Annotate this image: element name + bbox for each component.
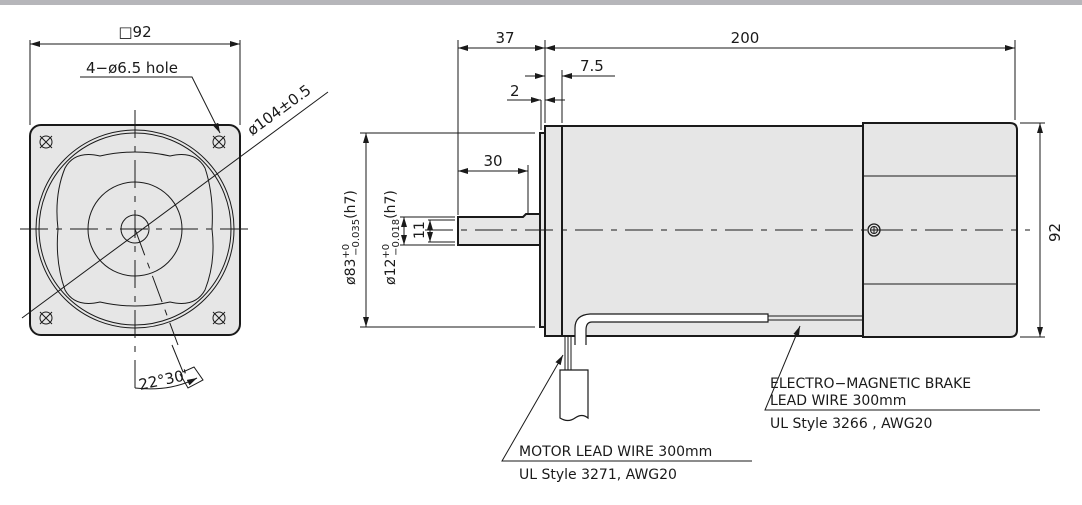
front-flange (544, 125, 564, 337)
dim-30: 30 (483, 152, 502, 170)
brake-lead-wire (574, 313, 769, 345)
motor-lead-note-2: UL Style 3271, AWG20 (519, 467, 677, 483)
mounting-hole-icons (39, 135, 226, 325)
dim-92-height: 92 (1046, 223, 1064, 242)
top-bar (0, 0, 1082, 5)
hole-icon (39, 135, 53, 149)
dim-square-92: □92 (118, 23, 151, 41)
motor-lead-leader (501, 354, 752, 462)
brake-lead-note-1: ELECTRO−MAGNETIC BRAKE (770, 376, 971, 392)
motor-body (561, 125, 865, 337)
motor-wire-strands (564, 337, 572, 370)
brake-wire-strands (768, 315, 863, 321)
brake-lead-note-2: LEAD WIRE 300mm (770, 393, 906, 409)
brake-lead-note-3: UL Style 3266 , AWG20 (770, 416, 932, 432)
hole-icon (212, 135, 226, 149)
hole-label: 4−ø6.5 hole (86, 59, 178, 77)
cable-stub (171, 344, 204, 389)
dim-7-5: 7.5 (580, 57, 604, 75)
hole-icon (39, 311, 53, 325)
dim-pilot-dia: ø83+0−0.035(h7) (341, 190, 362, 285)
wavy-housing-outline (56, 151, 214, 307)
motor-lead-cable (559, 369, 589, 422)
brake-lead-leader (764, 325, 1040, 411)
motor-lead-note-1: MOTOR LEAD WIRE 300mm (519, 444, 712, 460)
dim-200: 200 (731, 29, 760, 47)
dim-2: 2 (510, 82, 520, 100)
front-view: □92 4−ø6.5 hole ø104±0.5 22°30' (20, 23, 329, 395)
hole-icon (212, 311, 226, 325)
dim-37: 37 (495, 29, 514, 47)
hole-leader (80, 76, 221, 134)
dim-angle: 22°30' (137, 366, 189, 394)
dim-11: 11 (412, 221, 428, 239)
angle-arc (134, 377, 198, 390)
lead-wire-notes: MOTOR LEAD WIRE 300mm UL Style 3271, AWG… (501, 325, 1040, 483)
pcd-dim-line (21, 91, 329, 319)
side-view: 37 200 7.5 2 30 ø83+0−0.035(h7) ø12+0−0.… (341, 29, 1064, 422)
dim-shaft-dia: ø12+0−0.018(h7) (381, 190, 402, 285)
